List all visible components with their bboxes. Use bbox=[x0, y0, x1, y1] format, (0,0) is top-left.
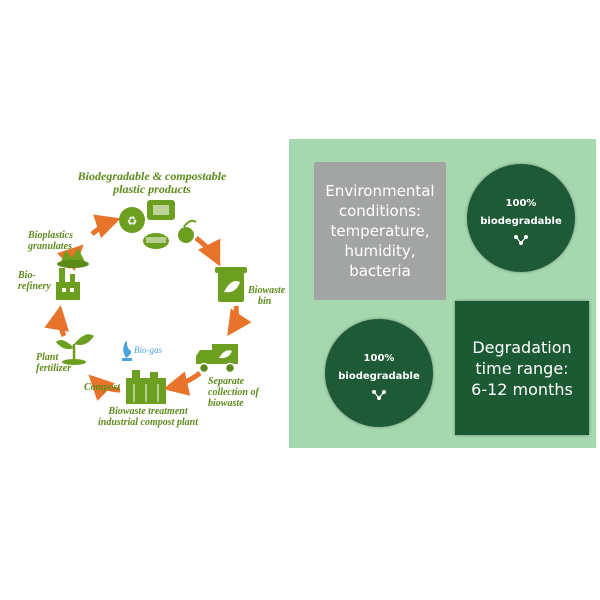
compost-cycle-diagram: ♻ bbox=[0, 140, 290, 450]
refinery-line-2: refinery bbox=[18, 281, 51, 292]
granulates-label: Bioplastics granulates bbox=[28, 230, 73, 252]
arrow-plant-to-fertilizer bbox=[88, 374, 121, 401]
cycle-graphics: ♻ bbox=[44, 200, 252, 404]
degradation-line-1: Degradation bbox=[472, 337, 572, 357]
degradation-time-box: Degradation time range: 6-12 months bbox=[455, 301, 589, 435]
plant-sprout-icon bbox=[56, 334, 94, 365]
separate-collection-label: Separate collection of biowaste bbox=[208, 376, 259, 409]
conditions-line-3: temperature, bbox=[330, 222, 430, 240]
degradation-line-3: 6-12 months bbox=[471, 379, 573, 399]
svg-text:♻: ♻ bbox=[127, 214, 138, 228]
fertilizer-line-2: fertilizer bbox=[36, 363, 71, 374]
separate-line-3: biowaste bbox=[208, 398, 244, 409]
share-icon bbox=[372, 390, 386, 400]
granulates-icon bbox=[57, 248, 89, 268]
biogas-label: Bio-gas bbox=[134, 345, 162, 355]
conditions-line-5: bacteria bbox=[349, 262, 411, 280]
biodegradable-badge-bottom: 100% biodegradable bbox=[325, 319, 433, 427]
biodegradable-badge-top: 100% biodegradable bbox=[467, 164, 575, 272]
biorefinery-label: Bio- refinery bbox=[18, 270, 51, 292]
biowaste-bin-icon bbox=[215, 267, 247, 302]
granulates-line-1: Bioplastics bbox=[28, 230, 74, 241]
badge-bottom-word: biodegradable bbox=[338, 371, 420, 382]
refinery-line-1: Bio- bbox=[18, 270, 36, 281]
biowaste-bin-line-1: Biowaste bbox=[248, 285, 286, 296]
biodegradability-infographic: Environmental conditions: temperature, h… bbox=[289, 139, 596, 448]
badge-bottom-percent: 100% bbox=[363, 353, 395, 364]
conditions-line-4: humidity, bbox=[344, 242, 416, 260]
separate-line-2: collection of bbox=[208, 387, 259, 398]
share-icon bbox=[514, 235, 528, 245]
products-title-line-2: plastic products bbox=[113, 182, 191, 196]
biowaste-treatment-label: Biowaste treatment industrial compost pl… bbox=[98, 406, 198, 428]
products-title: Biodegradable & compostable plastic prod… bbox=[62, 170, 242, 196]
arrow-products-to-bin bbox=[194, 236, 221, 267]
compost-plant-icon bbox=[126, 370, 166, 404]
treatment-line-1: Biowaste treatment bbox=[108, 406, 188, 417]
fertilizer-line-1: Plant bbox=[36, 352, 59, 363]
biogas-flame-icon bbox=[122, 340, 132, 361]
degradation-line-2: time range: bbox=[475, 358, 569, 378]
plant-fertilizer-label: Plant fertilizer bbox=[36, 352, 71, 374]
granulates-line-2: granulates bbox=[28, 241, 72, 252]
biorefinery-icon bbox=[56, 268, 80, 300]
products-title-line-1: Biodegradable & compostable bbox=[77, 169, 227, 183]
products-icon: ♻ bbox=[119, 200, 197, 249]
badge-top-percent: 100% bbox=[505, 198, 537, 209]
arrow-fertilizer-to-refinery bbox=[44, 305, 70, 337]
biowaste-bin-line-2: bin bbox=[258, 296, 272, 307]
arrow-bin-to-truck bbox=[227, 305, 252, 337]
conditions-line-2: conditions: bbox=[338, 202, 422, 220]
biowaste-bin-label: Biowaste bin bbox=[248, 285, 285, 307]
environmental-conditions-box: Environmental conditions: temperature, h… bbox=[314, 162, 446, 300]
treatment-line-2: industrial compost plant bbox=[98, 417, 199, 428]
conditions-line-1: Environmental bbox=[325, 182, 435, 200]
separate-line-1: Separate bbox=[208, 376, 245, 387]
truck-icon bbox=[196, 344, 238, 374]
badge-top-word: biodegradable bbox=[480, 216, 562, 227]
arrow-granulates-to-products bbox=[90, 214, 121, 239]
arrow-truck-to-plant bbox=[163, 371, 202, 396]
compost-label: Compost bbox=[84, 382, 121, 393]
